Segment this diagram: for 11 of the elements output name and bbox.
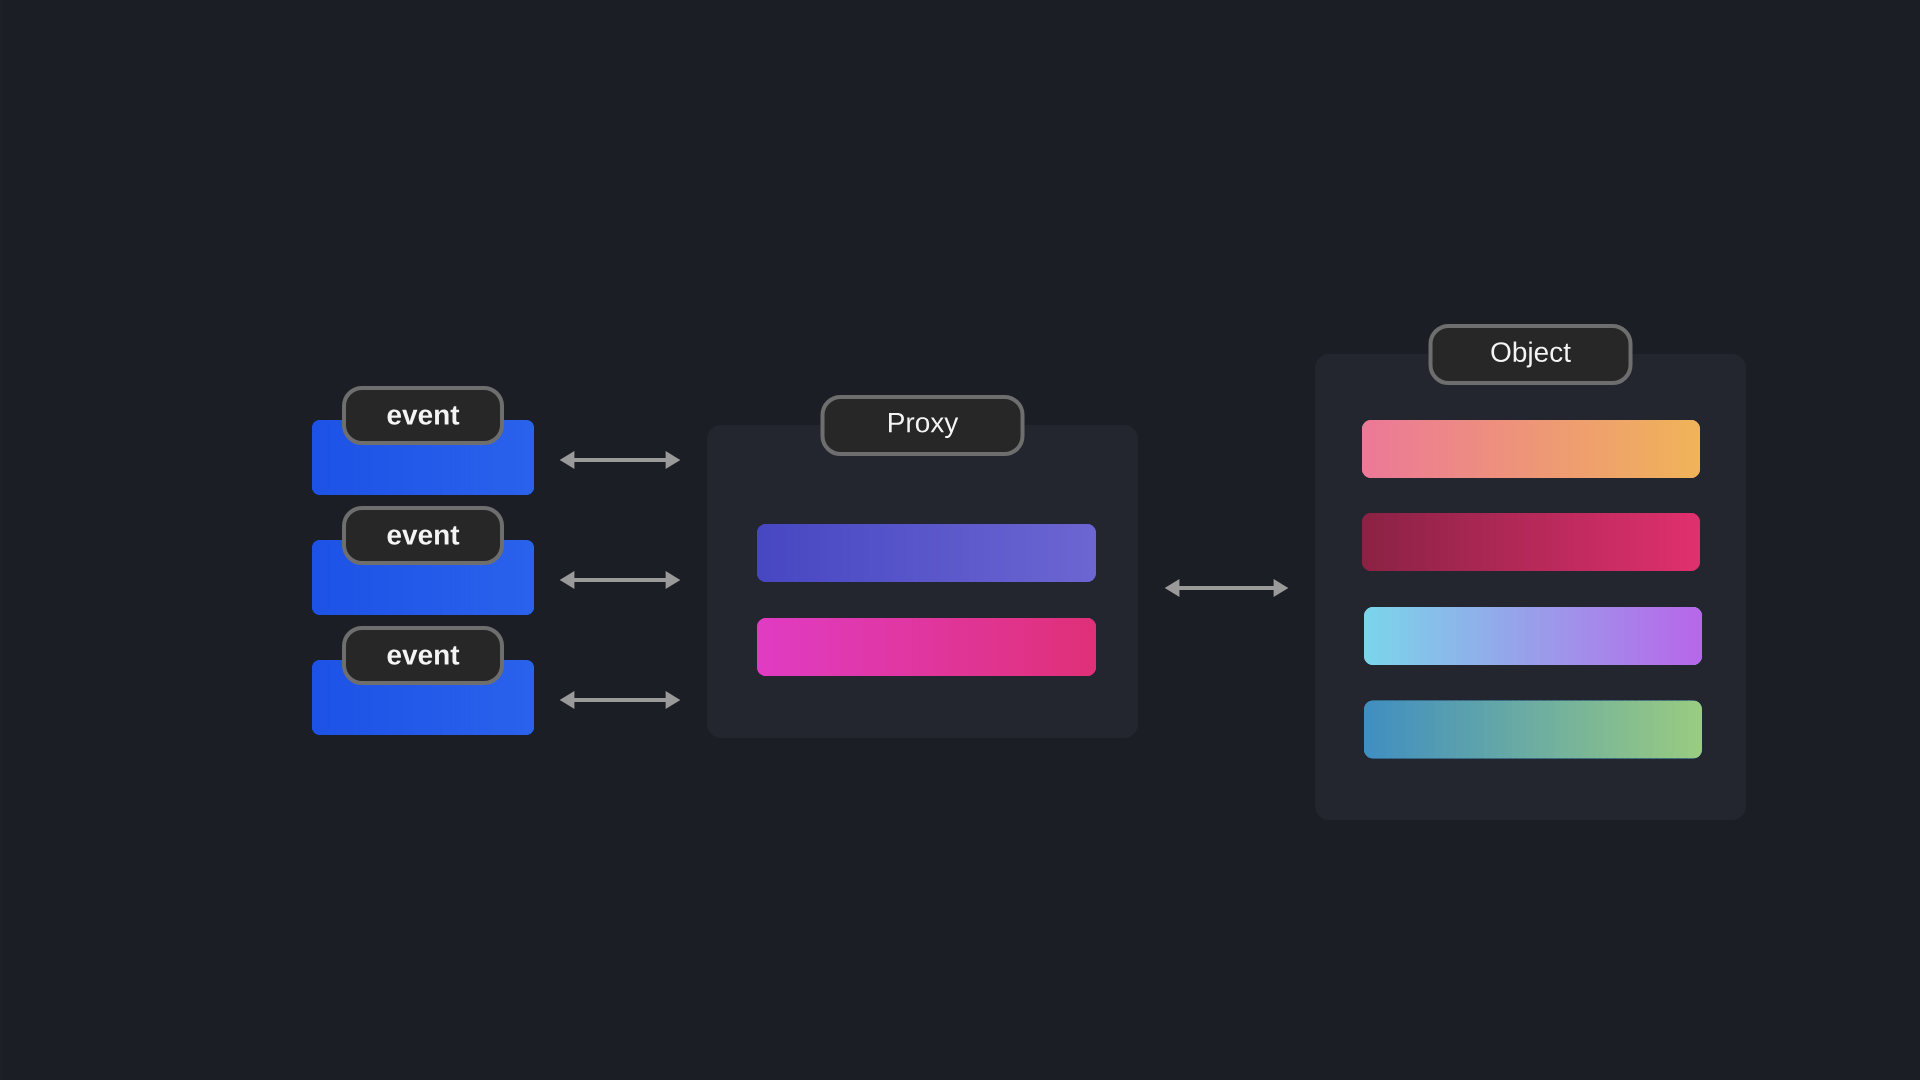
gradient-bar xyxy=(1362,420,1700,478)
label-tab: event xyxy=(342,386,504,445)
label-tab: event xyxy=(342,506,504,565)
gradient-bar xyxy=(1362,513,1700,571)
gradient-bar xyxy=(1364,700,1702,759)
gradient-bar xyxy=(757,618,1096,676)
label-tab: Proxy xyxy=(820,395,1025,456)
gradient-bar xyxy=(757,524,1096,582)
label-tab: Object xyxy=(1428,324,1633,385)
gradient-bar xyxy=(1364,607,1702,665)
label-tab: event xyxy=(342,626,504,685)
